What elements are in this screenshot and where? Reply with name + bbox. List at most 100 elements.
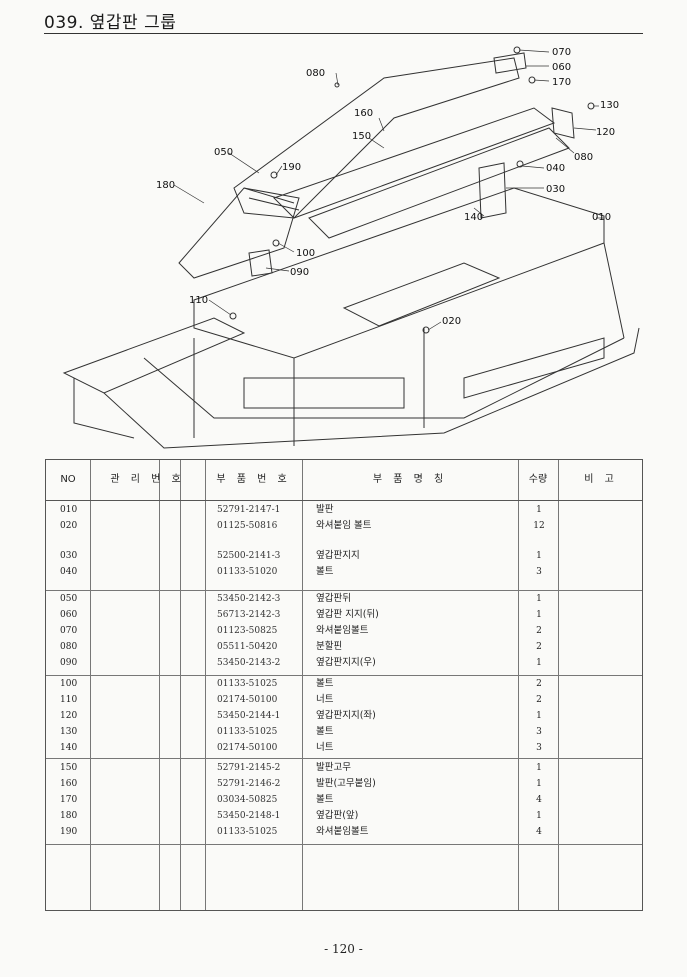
- part-quantity: 1: [536, 763, 542, 773]
- callout-070: 070: [552, 47, 571, 58]
- part-quantity: 1: [536, 610, 542, 620]
- part-number-ref: 190: [60, 827, 78, 837]
- table-row: 110 02174-50100 너트 2: [46, 692, 642, 708]
- callout-110: 110: [189, 295, 208, 306]
- part-quantity: 1: [536, 594, 542, 604]
- part-name: 너트: [316, 742, 334, 753]
- part-number-ref: 100: [60, 679, 78, 689]
- part-number-ref: 150: [60, 763, 78, 773]
- part-name: 분할핀: [316, 641, 343, 652]
- callout-190: 190: [282, 162, 301, 173]
- part-number-ref: 160: [60, 779, 78, 789]
- header-quantity: 수량: [528, 474, 548, 485]
- part-quantity: 3: [536, 727, 542, 737]
- part-code: 03034-50825: [217, 795, 278, 805]
- part-number-ref: 130: [60, 727, 78, 737]
- part-quantity: 3: [536, 567, 542, 577]
- part-code: 53450-2143-2: [217, 658, 281, 668]
- part-number-ref: 060: [60, 610, 78, 620]
- part-quantity: 1: [536, 658, 542, 668]
- callout-140: 140: [464, 212, 483, 223]
- callout-030: 030: [546, 184, 565, 195]
- part-number-ref: 090: [60, 658, 78, 668]
- callout-180: 180: [156, 180, 175, 191]
- table-row: 130 01133-51025 볼트 3: [46, 724, 642, 740]
- part-number-ref: 120: [60, 711, 78, 721]
- part-name: 옆갑판 지지(뒤): [316, 609, 379, 620]
- header-part-name: 부 품 명 칭: [372, 474, 448, 485]
- part-number-ref: 030: [60, 551, 78, 561]
- part-quantity: 3: [536, 743, 542, 753]
- callout-120: 120: [596, 127, 615, 138]
- support-090: [248, 249, 273, 277]
- part-name: 너트: [316, 694, 334, 705]
- part-name: 발판(고무붙임): [316, 778, 376, 789]
- part-number-ref: 180: [60, 811, 78, 821]
- bracket-120: [551, 107, 575, 139]
- part-number-ref: 020: [60, 521, 78, 531]
- part-code: 52791-2146-2: [217, 779, 281, 789]
- part-quantity: 2: [536, 642, 542, 652]
- page-number: - 120 -: [324, 942, 363, 956]
- header-management-number: 관 리 번 호: [110, 474, 185, 485]
- chassis-frame: [62, 317, 246, 394]
- part-code: 52791-2145-2: [217, 763, 281, 773]
- part-code: 02174-50100: [217, 743, 278, 753]
- part-quantity: 2: [536, 695, 542, 705]
- support-bracket-030: [478, 162, 507, 219]
- callout-060: 060: [552, 62, 571, 73]
- part-code: 01125-50816: [217, 521, 278, 531]
- part-code: 01133-51025: [217, 727, 278, 737]
- callout-160: 160: [354, 108, 373, 119]
- title-rule: [44, 33, 643, 34]
- part-number-ref: 140: [60, 743, 78, 753]
- part-code: 01133-51025: [217, 827, 278, 837]
- part-name: 옆갑판지지: [316, 550, 360, 561]
- part-quantity: 12: [533, 521, 545, 531]
- part-name: 발판: [316, 504, 334, 515]
- part-number-ref: 050: [60, 594, 78, 604]
- page-title: 039. 옆갑판 그룹: [44, 13, 177, 33]
- part-number-ref: 080: [60, 642, 78, 652]
- table-row: 030 52500-2141-3 옆갑판지지 1: [46, 548, 642, 564]
- table-row: 040 01133-51020 볼트 3: [46, 564, 642, 580]
- side-panel-180: [178, 187, 300, 279]
- part-code: 02174-50100: [217, 695, 278, 705]
- table-row: 140 02174-50100 너트 3: [46, 740, 642, 756]
- step-plate-160: [308, 127, 570, 239]
- part-code: 52500-2141-3: [217, 551, 281, 561]
- part-code: 01133-51020: [217, 567, 278, 577]
- part-code: 01133-51025: [217, 679, 278, 689]
- part-quantity: 4: [536, 795, 542, 805]
- callout-170: 170: [552, 77, 571, 88]
- part-quantity: 2: [536, 626, 542, 636]
- part-code: 53450-2148-1: [217, 811, 281, 821]
- part-name: 옆갑판뒤: [316, 593, 351, 604]
- callout-010: 010: [592, 212, 611, 223]
- part-name: 와셔붙임볼트: [316, 625, 369, 636]
- part-code: 53450-2142-3: [217, 594, 281, 604]
- part-number-ref: 110: [60, 695, 78, 705]
- part-number-ref: 040: [60, 567, 78, 577]
- part-quantity: 2: [536, 679, 542, 689]
- callout-080-top: 080: [306, 68, 325, 79]
- part-name: 볼트: [316, 794, 334, 805]
- part-name: 볼트: [316, 566, 334, 577]
- callout-020: 020: [442, 316, 461, 327]
- callout-040: 040: [546, 163, 565, 174]
- part-quantity: 1: [536, 551, 542, 561]
- part-code: 53450-2144-1: [217, 711, 281, 721]
- callout-090: 090: [290, 267, 309, 278]
- part-name: 볼트: [316, 726, 334, 737]
- callout-130: 130: [600, 100, 619, 111]
- callout-050: 050: [214, 147, 233, 158]
